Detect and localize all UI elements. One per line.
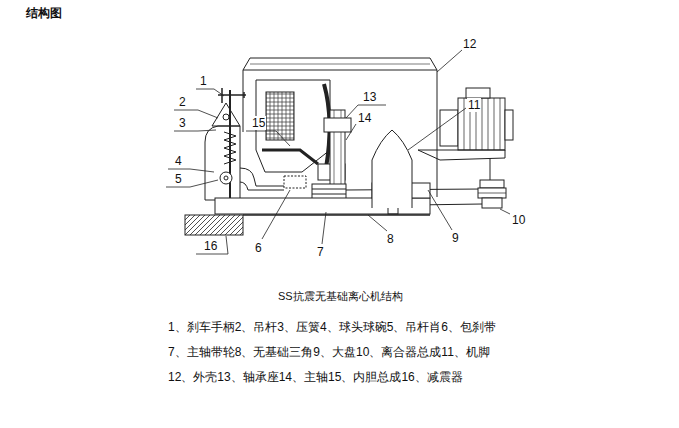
part-list-line: 1、刹车手柄2、吊杆3、压簧4、球头球碗5、吊杆肖6、包刹带 xyxy=(168,320,496,334)
brake-band xyxy=(284,176,306,188)
callout-number: 9 xyxy=(451,231,460,245)
callout-number: 14 xyxy=(357,111,372,125)
callout-number: 12 xyxy=(462,37,477,51)
callout-number: 13 xyxy=(362,90,377,104)
leader-lines xyxy=(166,50,510,254)
bearing-seat xyxy=(324,118,351,132)
figure-title: 结构图 xyxy=(26,6,62,20)
callout-number: 11 xyxy=(467,98,481,112)
figure-caption: SS抗震无基础离心机结构 xyxy=(278,289,403,303)
brake-handle xyxy=(218,88,246,103)
pillar-cap xyxy=(212,103,240,126)
callout-number: 3 xyxy=(178,116,187,130)
callout-number: 8 xyxy=(386,232,395,246)
callout-number: 5 xyxy=(174,172,183,186)
damper xyxy=(185,215,243,235)
foot-cone xyxy=(372,130,412,208)
callout-number: 4 xyxy=(174,154,183,168)
basket xyxy=(256,80,330,172)
part-list-line: 12、外壳13、轴承座14、主轴15、内胆总成16、减震器 xyxy=(168,370,463,384)
motor xyxy=(418,88,513,180)
clutch xyxy=(478,180,506,208)
ball-joint xyxy=(220,172,232,184)
pillar-housing xyxy=(205,126,240,200)
elbow xyxy=(240,168,284,190)
spring xyxy=(224,132,236,164)
callout-number: 6 xyxy=(254,241,263,255)
callout-number: 1 xyxy=(199,74,208,88)
hanging-rod xyxy=(229,90,231,205)
callout-number: 16 xyxy=(203,239,218,253)
part-list-line: 7、主轴带轮8、无基础三角9、大盘10、离合器总成11、机脚 xyxy=(168,345,490,359)
callout-number: 10 xyxy=(511,213,526,227)
callout-number: 15 xyxy=(251,116,266,130)
callout-number: 2 xyxy=(178,95,187,109)
basket-mesh xyxy=(266,92,294,140)
callout-number: 7 xyxy=(316,245,325,259)
